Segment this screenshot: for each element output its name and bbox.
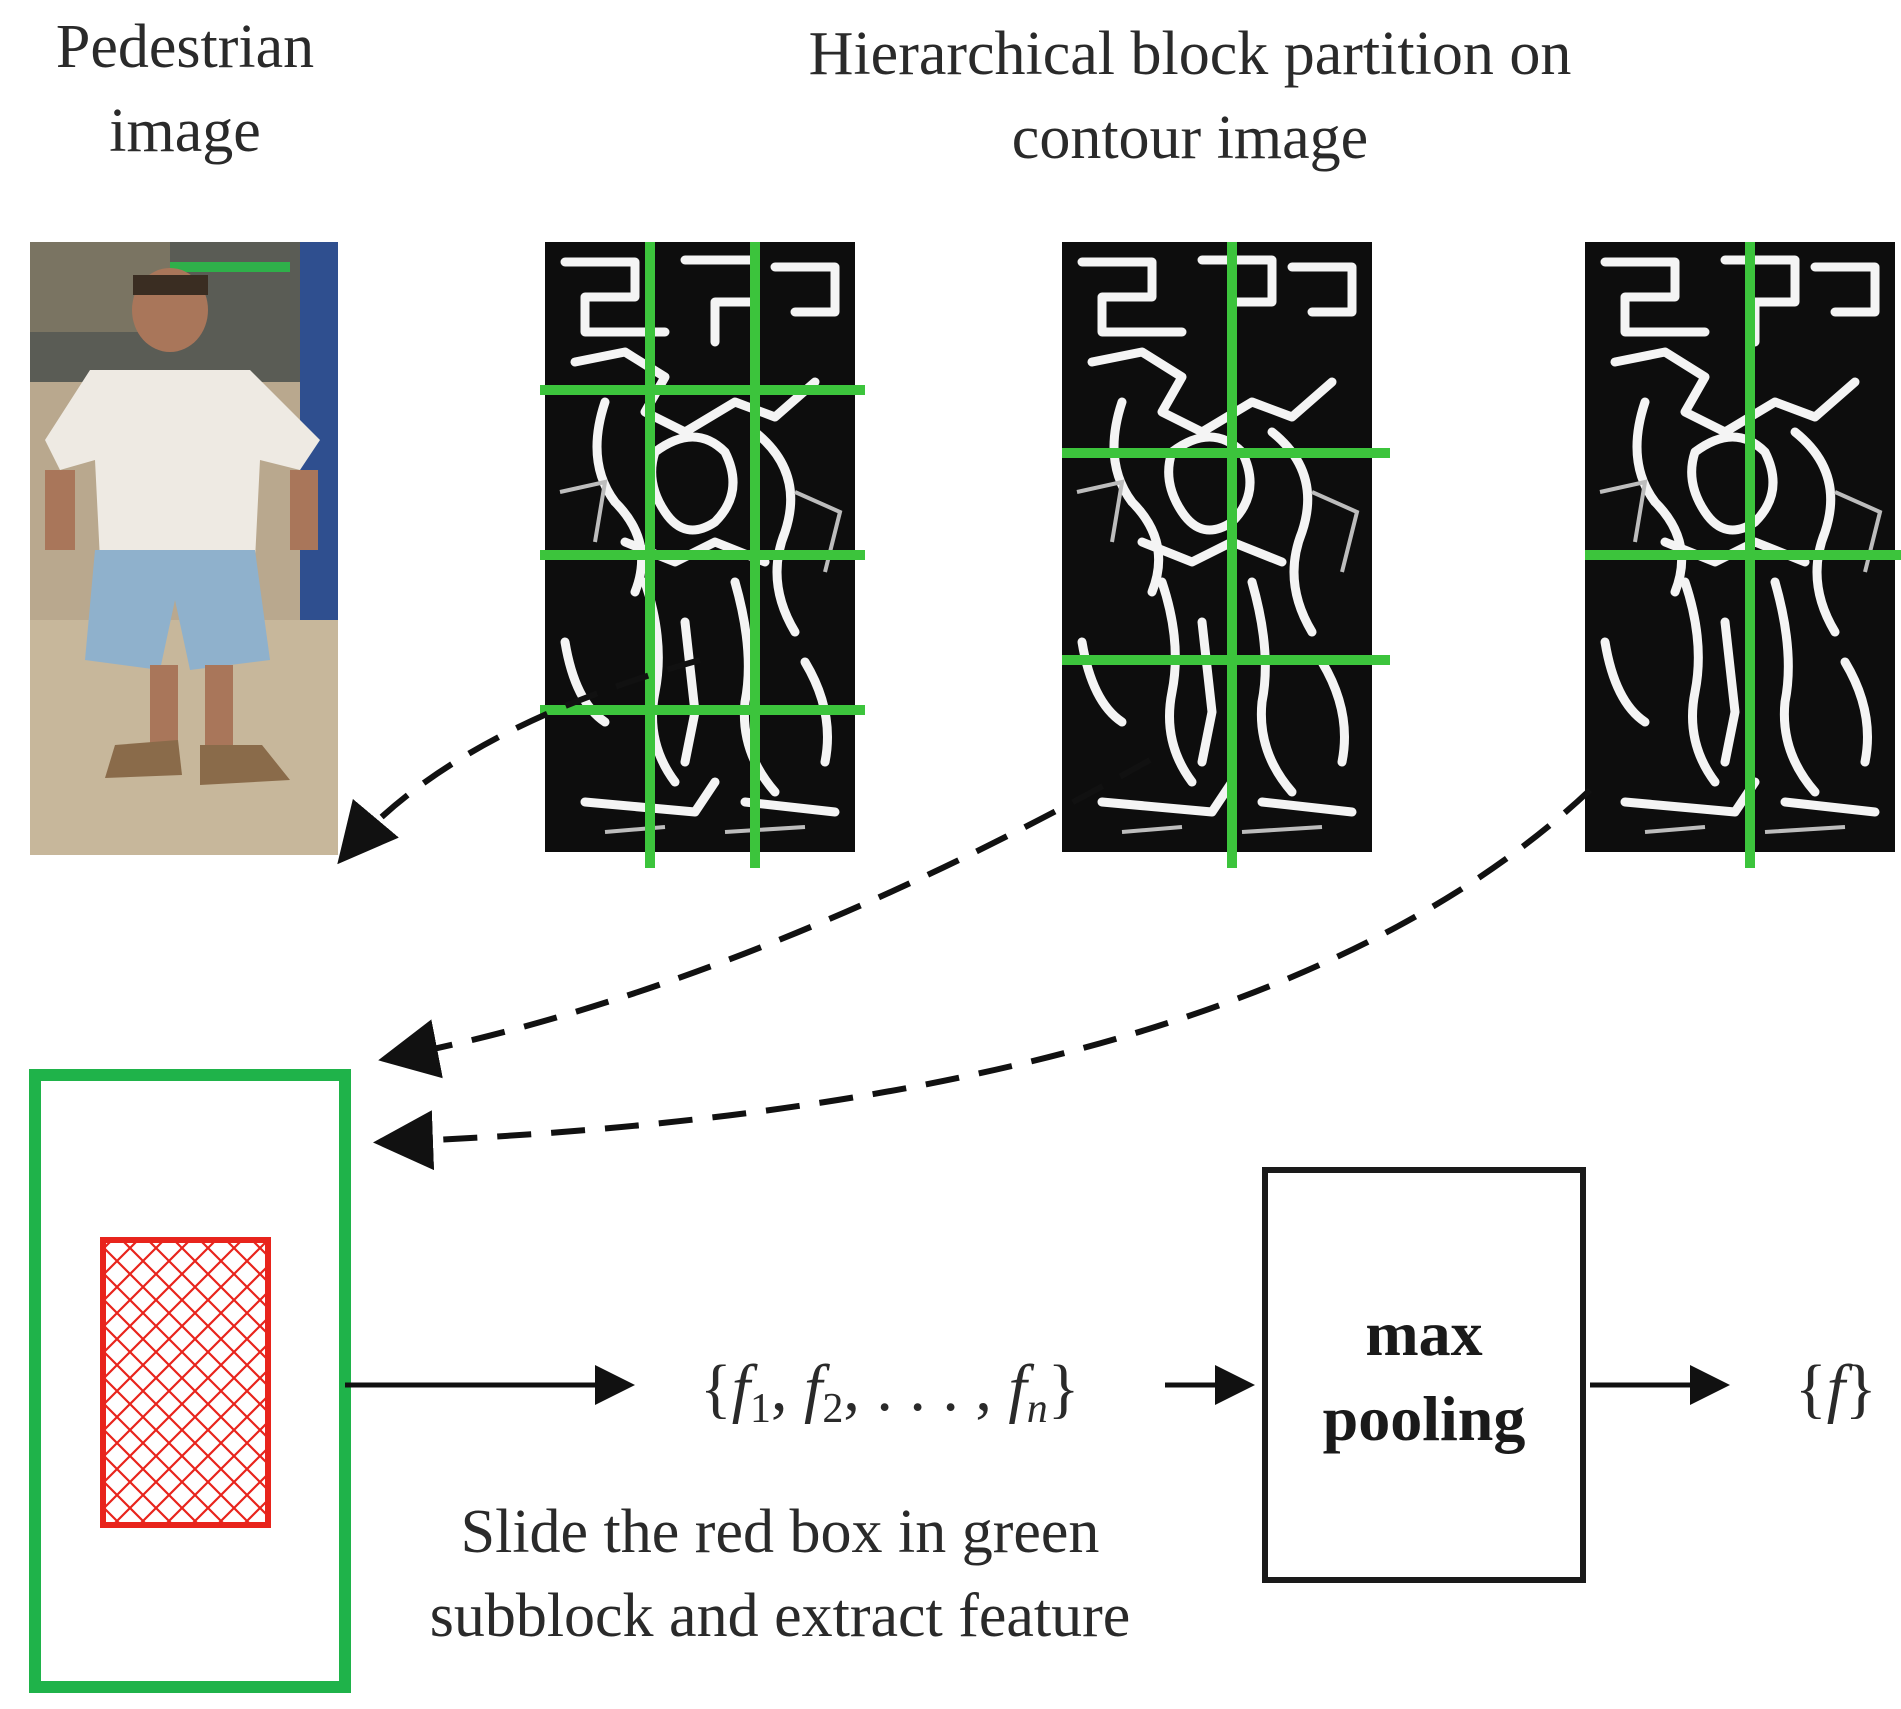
hierarchical-title-line1: Hierarchical block partition on: [808, 20, 1572, 88]
partition-grid-level3: [1585, 242, 1901, 868]
dashed-arrows: [337, 657, 1593, 1171]
max-pooling-line1: max: [1365, 1298, 1482, 1369]
feature-set: {f1, f2, . . . , fn}: [700, 1352, 1079, 1432]
dashed-arrow-from-level1: [337, 657, 701, 865]
slide-caption-line2: subblock and extract feature: [429, 1582, 1131, 1650]
red-sliding-window: [100, 1237, 271, 1528]
dashed-arrow-from-level3: [373, 787, 1593, 1171]
hierarchical-partition-title: Hierarchical block partition on contour …: [640, 12, 1740, 180]
pedestrian-photo: [30, 242, 338, 855]
contour-image-level2: [1062, 242, 1372, 852]
pedestrian-image-title: Pedestrian image: [10, 5, 360, 173]
contour-image-level1: [545, 242, 855, 852]
max-pooling-line2: pooling: [1323, 1383, 1526, 1454]
max-pooling-box: [1262, 1167, 1586, 1583]
slide-caption: Slide the red box in green subblock and …: [330, 1490, 1230, 1658]
pedestrian-title-line1: Pedestrian: [55, 13, 315, 81]
pedestrian-title-line2: image: [109, 97, 261, 165]
partition-grid-level1: [540, 242, 865, 868]
output-set: {f}: [1795, 1352, 1877, 1425]
dashed-arrow-from-level2: [378, 757, 1152, 1079]
contour-image-level3: [1585, 242, 1895, 852]
slide-caption-line1: Slide the red box in green: [460, 1498, 1100, 1566]
partition-grid-level2: [1062, 242, 1390, 868]
hierarchical-title-line2: contour image: [1011, 104, 1369, 172]
